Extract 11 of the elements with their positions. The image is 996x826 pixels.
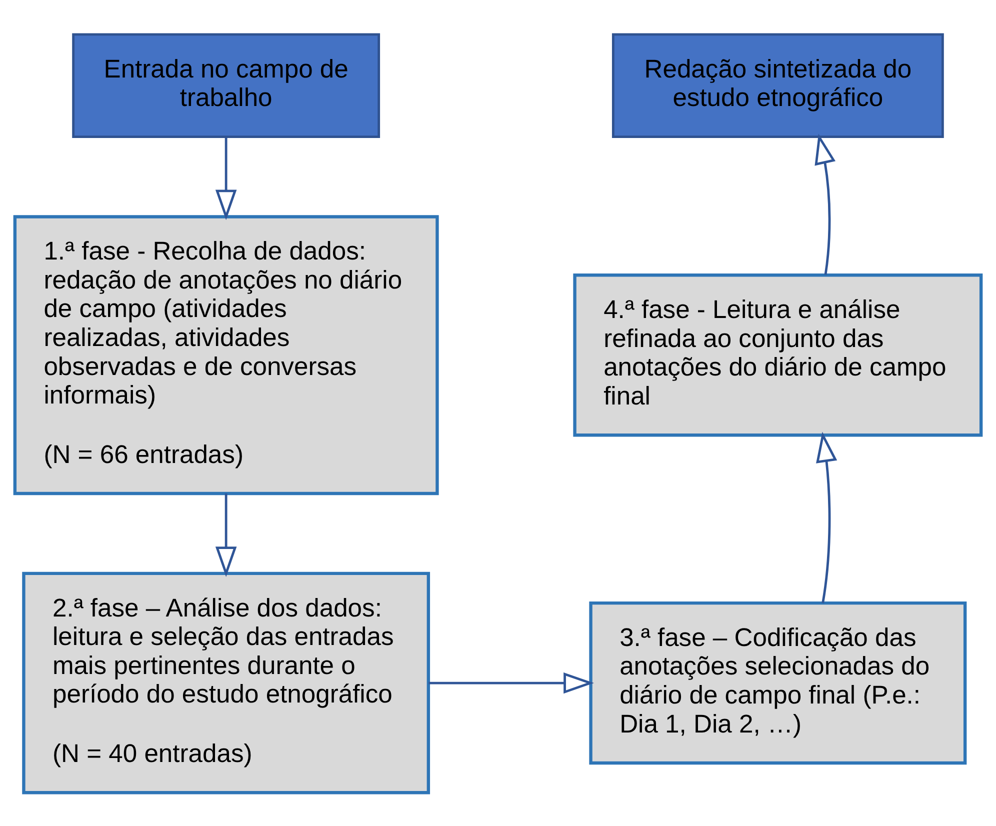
- node-box: 4.ª fase - Leitura e análise refinada ao conjunto das anotações do diário de campo final: [573, 273, 983, 436]
- arrow: [215, 136, 237, 220]
- node-box: Entrada no campo de trabalho: [72, 32, 380, 138]
- node-box: 1.ª fase - Recolha de dados: redação de anotações no diário de campo (atividades realizadas, atividades observadas e de conversas informais) (N = 66 entradas): [13, 214, 439, 495]
- node-box: Redação sintetizada do estudo etnográfico: [612, 32, 944, 138]
- node-box: 2.ª fase – Análise dos dados: leitura e seleção das entradas mais pertinentes durante o período do estudo etnográfico (N = 40 entradas): [22, 571, 430, 794]
- arrow: [428, 672, 594, 694]
- arrow: [814, 133, 836, 275]
- node-box: 3.ª fase – Codificação das anotações selecionadas do diário de campo final (P.e.: Dia 1, Dia 2, …): [589, 600, 967, 764]
- arrow: [215, 492, 237, 577]
- arrow: [816, 431, 838, 603]
